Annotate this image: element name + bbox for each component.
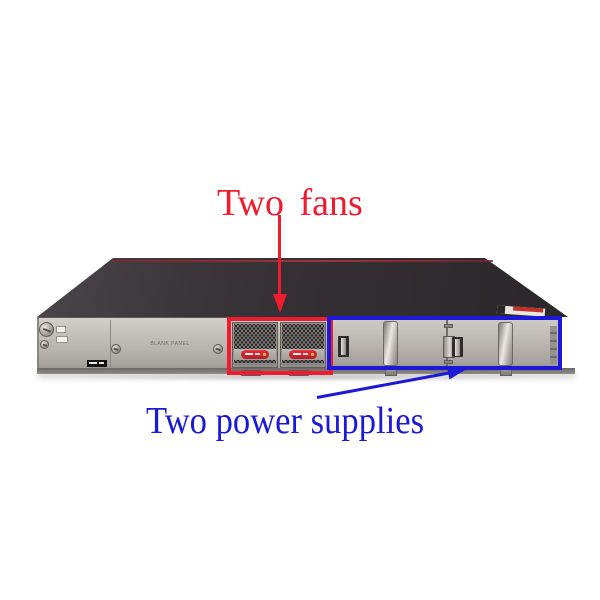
psu-handle (498, 322, 513, 366)
mini-label (56, 336, 68, 343)
power-supplies-annotation-label: Two power supplies (146, 400, 425, 442)
fan-grille (282, 324, 324, 349)
psu-right-hinges (550, 326, 557, 364)
fan-grille-lower (282, 360, 324, 365)
panel-screw-icon (213, 344, 223, 354)
warning-star-icon (311, 352, 314, 356)
serial-barcode-label (87, 360, 107, 367)
fan-module-2 (280, 322, 326, 368)
panel-screw-icon (111, 344, 121, 354)
chassis-top-edge-red-line (113, 260, 493, 262)
fan-module-red-tag (289, 350, 317, 359)
fan-mid-strip (282, 349, 324, 360)
fans-annotation-label: Two fans (217, 182, 363, 224)
fan-mid-strip (234, 349, 276, 360)
fans-arrow-stem (278, 215, 281, 296)
blank-panel-label: BLANK PANEL (150, 341, 190, 347)
brand-label-dark-block (496, 305, 506, 314)
panel-seam (110, 320, 111, 368)
mini-label (56, 326, 66, 333)
psu-hinge (444, 360, 453, 364)
grounding-screw-icon (39, 322, 54, 337)
fan-grille-lower (234, 360, 276, 365)
brand-label-red-stripe (513, 306, 544, 313)
chassis-top-face (37, 258, 568, 317)
psu-latch-slot (338, 336, 349, 357)
fan-grille (234, 324, 276, 349)
chassis-ground-shadow (55, 372, 555, 382)
small-screw-icon (40, 340, 49, 349)
power-supplies-highlight-box (327, 316, 562, 370)
warning-star-icon (263, 352, 266, 356)
fan-module-red-tag (241, 350, 269, 359)
fan-base-strip (282, 363, 324, 366)
fans-highlight-box (227, 317, 333, 375)
psu-handle (383, 321, 398, 366)
psu-hinge (444, 324, 453, 328)
psu-latch-slot (452, 337, 463, 357)
fan-base-strip (234, 363, 276, 366)
fans-arrowhead-icon (273, 294, 287, 313)
fan-module-1 (232, 322, 278, 368)
